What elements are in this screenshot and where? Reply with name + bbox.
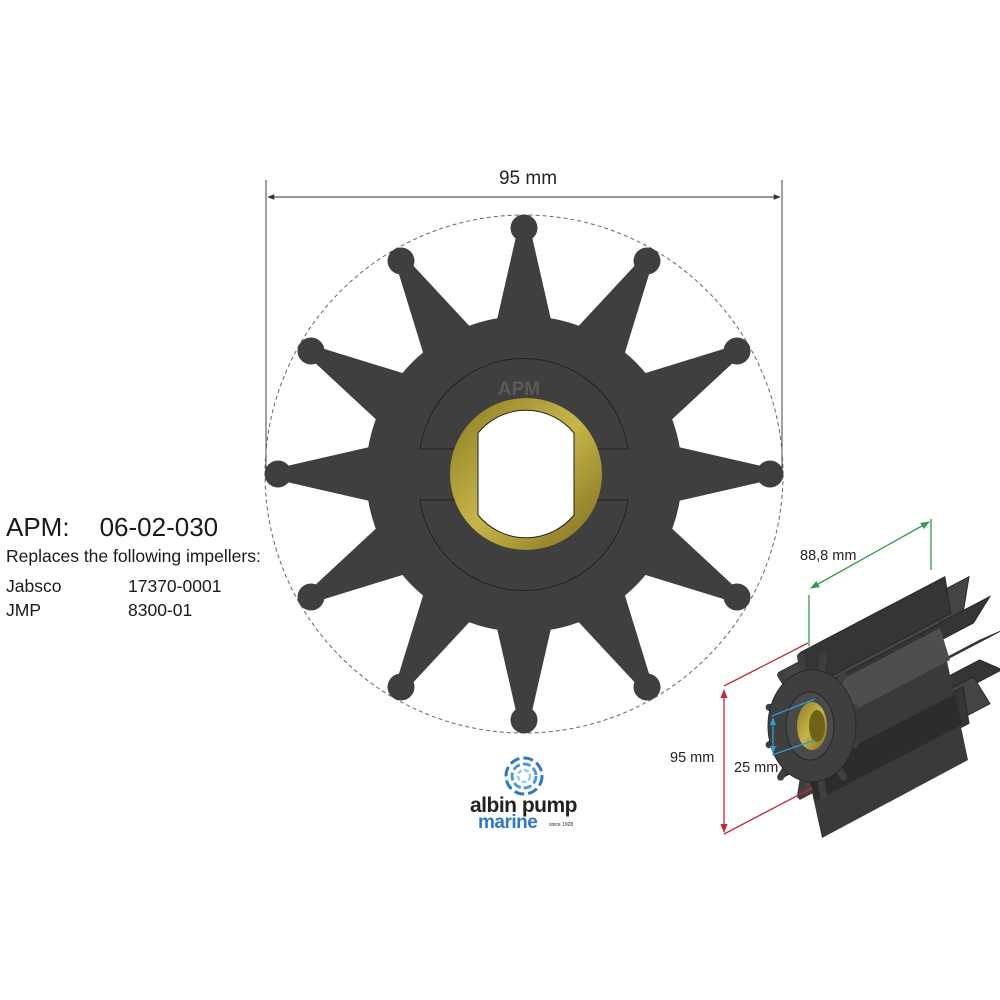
diameter-label: 95 mm (499, 168, 557, 189)
cross-reference-part: 8300-01 (128, 600, 193, 620)
logo-wordmark-bottom: marine (478, 812, 537, 833)
impeller-blade (674, 446, 784, 502)
replaces-heading: Replaces the following impellers: (6, 546, 261, 566)
shaft-bore (477, 409, 575, 539)
product-code-value: 06-02-030 (99, 512, 219, 542)
cross-reference-row: JMP 8300-01 (6, 600, 192, 621)
impeller-front-view: APM (264, 214, 784, 734)
cross-reference-brand: JMP (6, 600, 41, 620)
side-diameter-dimension: 95 mm (670, 642, 813, 835)
diameter-dimension: 95 mm (265, 168, 783, 470)
impeller-blade (264, 446, 374, 502)
cross-reference-row: Jabsco 17370-0001 (6, 576, 221, 597)
cross-reference-part: 17370-0001 (128, 576, 222, 596)
logo-since: since 1928 (549, 822, 573, 828)
impeller-blade (496, 624, 552, 734)
side-diameter-label: 95 mm (670, 750, 714, 766)
logo-swirl-icon (504, 756, 544, 796)
bore-dimension: 25 mm (734, 698, 816, 776)
logo-wordmark-top: albin pump (470, 794, 577, 817)
brand-logo: albin pump marine since 1928 (470, 756, 578, 833)
hub-emboss-text: APM (498, 379, 540, 400)
length-label: 88,8 mm (800, 548, 856, 564)
bore-label: 25 mm (734, 760, 778, 776)
cross-reference-brand: Jabsco (6, 576, 62, 596)
impeller-blade (496, 214, 552, 324)
length-dimension: 88,8 mm (800, 519, 932, 646)
product-code-prefix: APM: (6, 512, 70, 542)
product-code: APM: 06-02-030 (6, 512, 218, 543)
impeller-side-view (765, 575, 1000, 838)
